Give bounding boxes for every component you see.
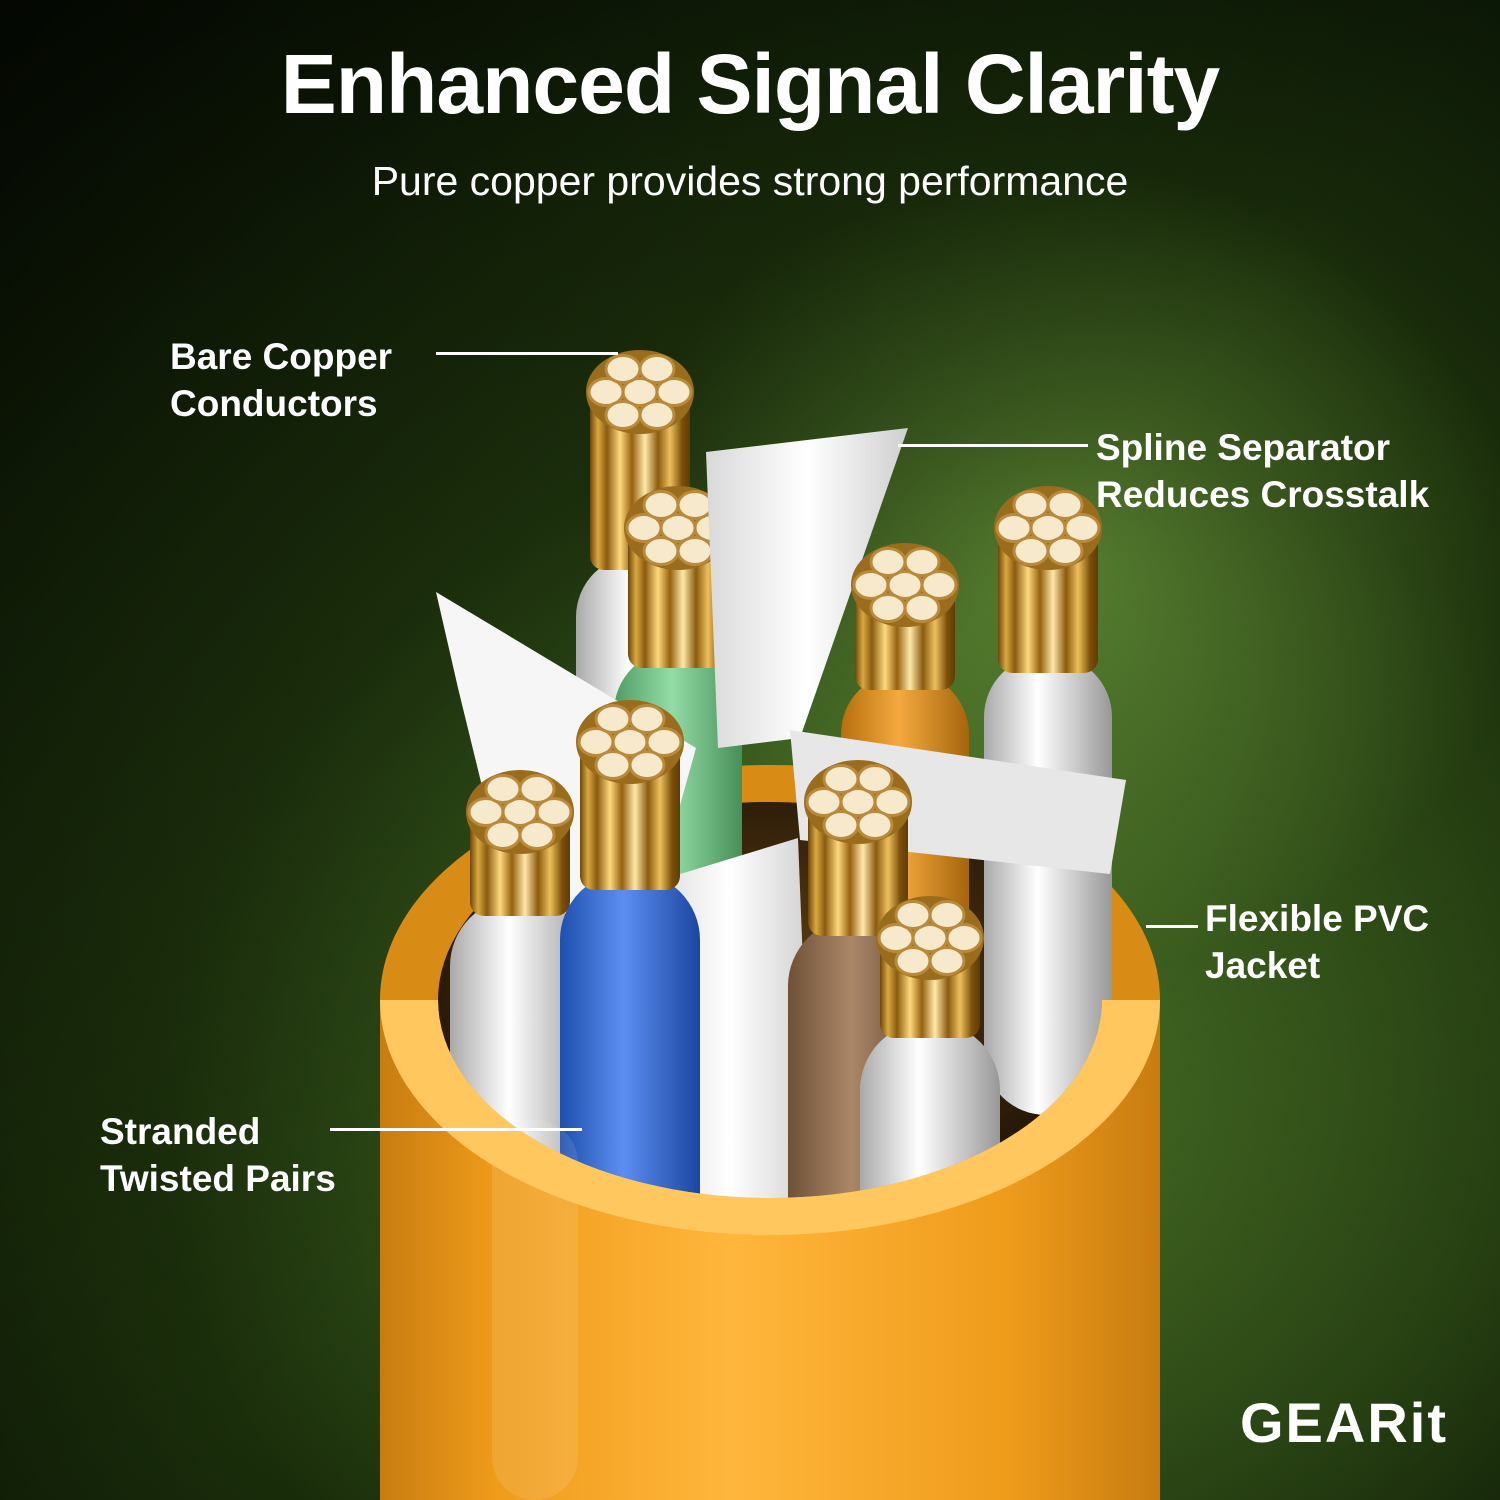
cable-group [380, 348, 1160, 1500]
copper-strand-bundle [464, 768, 576, 916]
callout-text-line: Jacket [1205, 945, 1321, 987]
callout-text-line: Twisted Pairs [100, 1158, 336, 1200]
brand-logo: GEARit [1240, 1391, 1448, 1454]
copper-strand-bundle [849, 541, 961, 690]
copper-strand-bundle [574, 698, 686, 890]
leader-line-pvc-jacket [1146, 925, 1198, 928]
callout-text-line: Spline Separator [1096, 427, 1391, 468]
spline-separator [706, 428, 908, 748]
leader-line-twisted-pairs [330, 1128, 582, 1131]
copper-strand-bundle [992, 484, 1104, 673]
cable-jacket-front [380, 1000, 1160, 1500]
leader-line-bare-copper [436, 352, 618, 355]
callout-text-line: Conductors [170, 383, 378, 425]
callout-bare-copper-conductors: Bare Copper Conductors [170, 333, 392, 428]
callout-pvc-jacket: Flexible PVC Jacket [1205, 895, 1429, 990]
callout-twisted-pairs: Stranded Twisted Pairs [100, 1108, 336, 1203]
cable-jacket-rim [380, 1000, 1160, 1235]
callout-spline-separator: Spline Separator Reduces Crosstalk [1096, 424, 1429, 519]
callout-text-line: Flexible PVC [1205, 898, 1430, 939]
leader-line-spline [898, 444, 1088, 447]
page-subtitle: Pure copper provides strong performance [371, 158, 1129, 204]
copper-strand-bundle [874, 894, 986, 1038]
callout-text-line: Reduces Crosstalk [1096, 474, 1430, 516]
callout-text-line: Bare Copper [170, 336, 393, 377]
page-title: Enhanced Signal Clarity [280, 37, 1221, 131]
copper-strand-bundle [802, 758, 914, 936]
callout-text-line: Stranded [100, 1111, 261, 1152]
copper-strand-bundle [622, 484, 734, 668]
